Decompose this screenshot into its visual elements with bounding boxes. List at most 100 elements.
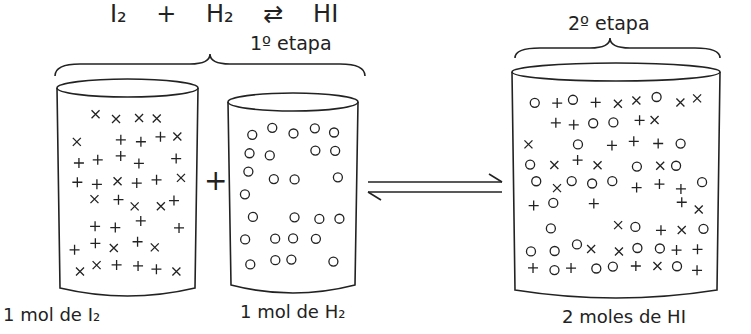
beaker-rim: [512, 63, 720, 81]
h2-particle: [592, 264, 601, 273]
h2-particle: [241, 235, 250, 244]
h2-particle: [567, 177, 576, 186]
h2-particle: [549, 198, 558, 207]
beaker-outline: [510, 62, 722, 306]
iodine-particle: [114, 177, 122, 185]
iodine-particle: [550, 161, 558, 169]
particles: [524, 93, 708, 276]
h2-particle: [244, 167, 253, 176]
iodine-particle: [174, 223, 184, 233]
h2-particle: [289, 234, 298, 243]
h2-particle: [269, 175, 278, 184]
beaker-body: [512, 72, 720, 298]
iodine-particle: [676, 99, 684, 107]
h2-particle: [609, 118, 618, 127]
iodine-particle: [678, 226, 686, 234]
stage-label: 1º etapa: [250, 32, 332, 54]
h2-particle: [265, 151, 274, 160]
iodine-particle: [676, 184, 686, 194]
h2-particle: [287, 255, 296, 264]
iodine-particle: [632, 183, 642, 193]
iodine-particle: [631, 261, 641, 271]
iodine-particle: [133, 261, 143, 271]
iodine-particle: [569, 120, 579, 130]
iodine-particle: [93, 261, 101, 269]
iodine-particle: [591, 97, 601, 107]
h2-particle: [290, 213, 299, 222]
stage-brace: [515, 38, 720, 58]
iodine-particle: [607, 140, 617, 150]
iodine-particle: [73, 138, 81, 146]
equilibrium-arrow: [368, 174, 502, 200]
h2-particle: [271, 234, 280, 243]
particles: [240, 123, 343, 269]
iodine-particle: [614, 221, 622, 229]
iodine-particle: [654, 179, 664, 189]
h2-particle: [311, 146, 320, 155]
iodine-particle: [76, 267, 84, 275]
iodine-particle: [653, 262, 661, 270]
amount-label: 1 mol de H₂: [240, 301, 345, 322]
iodine-particle: [177, 174, 185, 182]
iodine-particle: [112, 260, 122, 270]
h2-particle: [632, 162, 641, 171]
iodine-particle: [551, 118, 561, 128]
iodine-particle: [136, 137, 146, 147]
iodine-particle: [672, 245, 682, 255]
iodine-particle: [629, 136, 639, 146]
h2-particle: [268, 123, 277, 132]
iodine-particle: [151, 243, 159, 251]
equation-title: I₂ + H₂ ⇄ HI: [110, 0, 338, 28]
beaker-outline: [226, 92, 360, 301]
arrow-head: [489, 174, 502, 182]
beaker: 2 moles de HI: [510, 62, 722, 302]
iodine-particle: [110, 223, 120, 233]
h2-particle: [240, 190, 249, 199]
h2-particle: [589, 119, 598, 128]
iodine-particle: [153, 115, 161, 123]
iodine-particle: [90, 221, 100, 231]
h2-particle: [652, 93, 661, 102]
iodine-particle: [92, 110, 100, 118]
h2-particle: [698, 178, 707, 187]
iodine-particle: [587, 245, 595, 253]
beaker-outline: [55, 78, 200, 304]
iodine-particle: [169, 196, 179, 206]
plus-sign: +: [204, 164, 227, 197]
forward-line: [368, 181, 502, 183]
iodine-particle: [70, 245, 80, 255]
iodine-particle: [553, 184, 561, 192]
iodine-particle: [116, 151, 126, 161]
iodine-particle: [594, 161, 602, 169]
iodine-particle: [656, 225, 666, 235]
h2-particle: [631, 222, 640, 231]
iodine-particle: [92, 179, 102, 189]
iodine-particle: [653, 139, 663, 149]
h2-particle: [330, 128, 339, 137]
iodine-particle: [136, 216, 146, 226]
iodine-particle: [152, 175, 162, 185]
beaker-rim: [228, 93, 358, 111]
iodine-particle: [113, 195, 123, 205]
iodine-particle: [131, 202, 139, 210]
h2-particle: [311, 234, 320, 243]
h2-particle: [550, 247, 559, 256]
h2-particle: [633, 243, 642, 252]
iodine-particle: [552, 98, 562, 108]
iodine-particle: [529, 201, 539, 211]
iodine-particle: [524, 140, 532, 148]
h2-particle: [573, 140, 582, 149]
amount-label: 1 mol de I₂: [3, 304, 100, 325]
iodine-particle: [93, 155, 103, 165]
h2-particle: [572, 240, 581, 249]
iodine-particle: [133, 237, 143, 247]
h2-particle: [655, 244, 664, 253]
h2-particle: [568, 95, 577, 104]
iodine-particle: [528, 263, 538, 273]
beaker-body: [57, 88, 198, 296]
iodine-particle: [157, 202, 165, 210]
iodine-particle: [651, 116, 659, 124]
iodine-particle: [677, 197, 687, 207]
